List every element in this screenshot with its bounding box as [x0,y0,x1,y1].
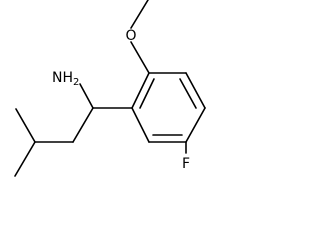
atom-labels: NH2 O F [52,28,190,172]
amine-subscript-text: 2 [73,77,79,88]
bond-ring-c3-c4 [185,72,206,109]
bonds [14,0,206,177]
bond-chiral-c-to-n [79,83,94,109]
bond-ring-c1-c2 [131,72,150,109]
bond-ring-c3-c4-double [179,78,197,109]
amine-label: NH2 [52,70,79,88]
bond-ring-c4-c5 [185,107,206,143]
bond-ring-c1-c2-double [139,78,155,109]
bond-o-to-methyl [130,0,149,29]
bond-ring-c6-c1 [131,107,150,143]
structure-diagram: NH2 O F [14,0,206,177]
amine-nh-text: NH [52,70,73,86]
bond-ch-to-methyl-a [15,108,36,143]
bond-chiral-c-to-ch2 [72,107,94,143]
bond-ch-to-methyl-b [14,141,36,177]
methoxy-oxygen-label: O [125,28,136,44]
fluorine-label: F [182,156,190,172]
bond-ring-to-methoxy-o [130,41,150,74]
